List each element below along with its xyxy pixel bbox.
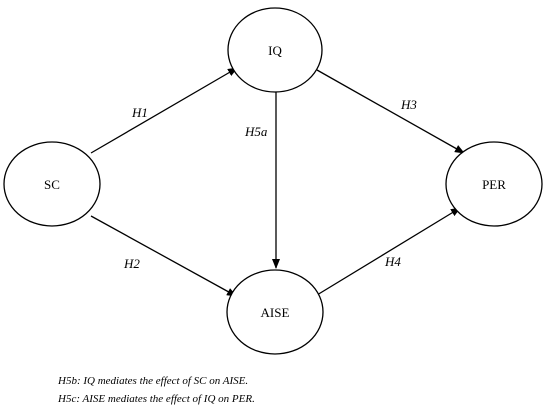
edge-aise-per bbox=[316, 207, 461, 296]
edge-sc-iq bbox=[90, 67, 238, 154]
node-aise-label: AISE bbox=[261, 305, 290, 320]
edge-label-h3: H3 bbox=[400, 97, 417, 112]
note-h5c: H5c: AISE mediates the effect of IQ on P… bbox=[58, 393, 255, 405]
node-sc-label: SC bbox=[44, 177, 60, 192]
node-per: PER bbox=[445, 141, 543, 227]
node-iq-label: IQ bbox=[268, 43, 282, 58]
edge-label-h4: H4 bbox=[384, 254, 401, 269]
node-iq: IQ bbox=[227, 7, 323, 93]
node-aise: AISE bbox=[226, 269, 324, 355]
edge-label-h1: H1 bbox=[131, 105, 148, 120]
edge-iq-per bbox=[316, 69, 465, 154]
note-h5b: H5b: IQ mediates the effect of SC on AIS… bbox=[58, 375, 249, 387]
node-per-label: PER bbox=[482, 177, 506, 192]
edge-label-h2: H2 bbox=[123, 256, 140, 271]
node-sc: SC bbox=[3, 141, 101, 227]
edge-sc-aise bbox=[90, 215, 237, 297]
edge-label-h5a: H5a bbox=[244, 124, 268, 139]
hypothesis-notes: H5b: IQ mediates the effect of SC on AIS… bbox=[58, 372, 255, 408]
